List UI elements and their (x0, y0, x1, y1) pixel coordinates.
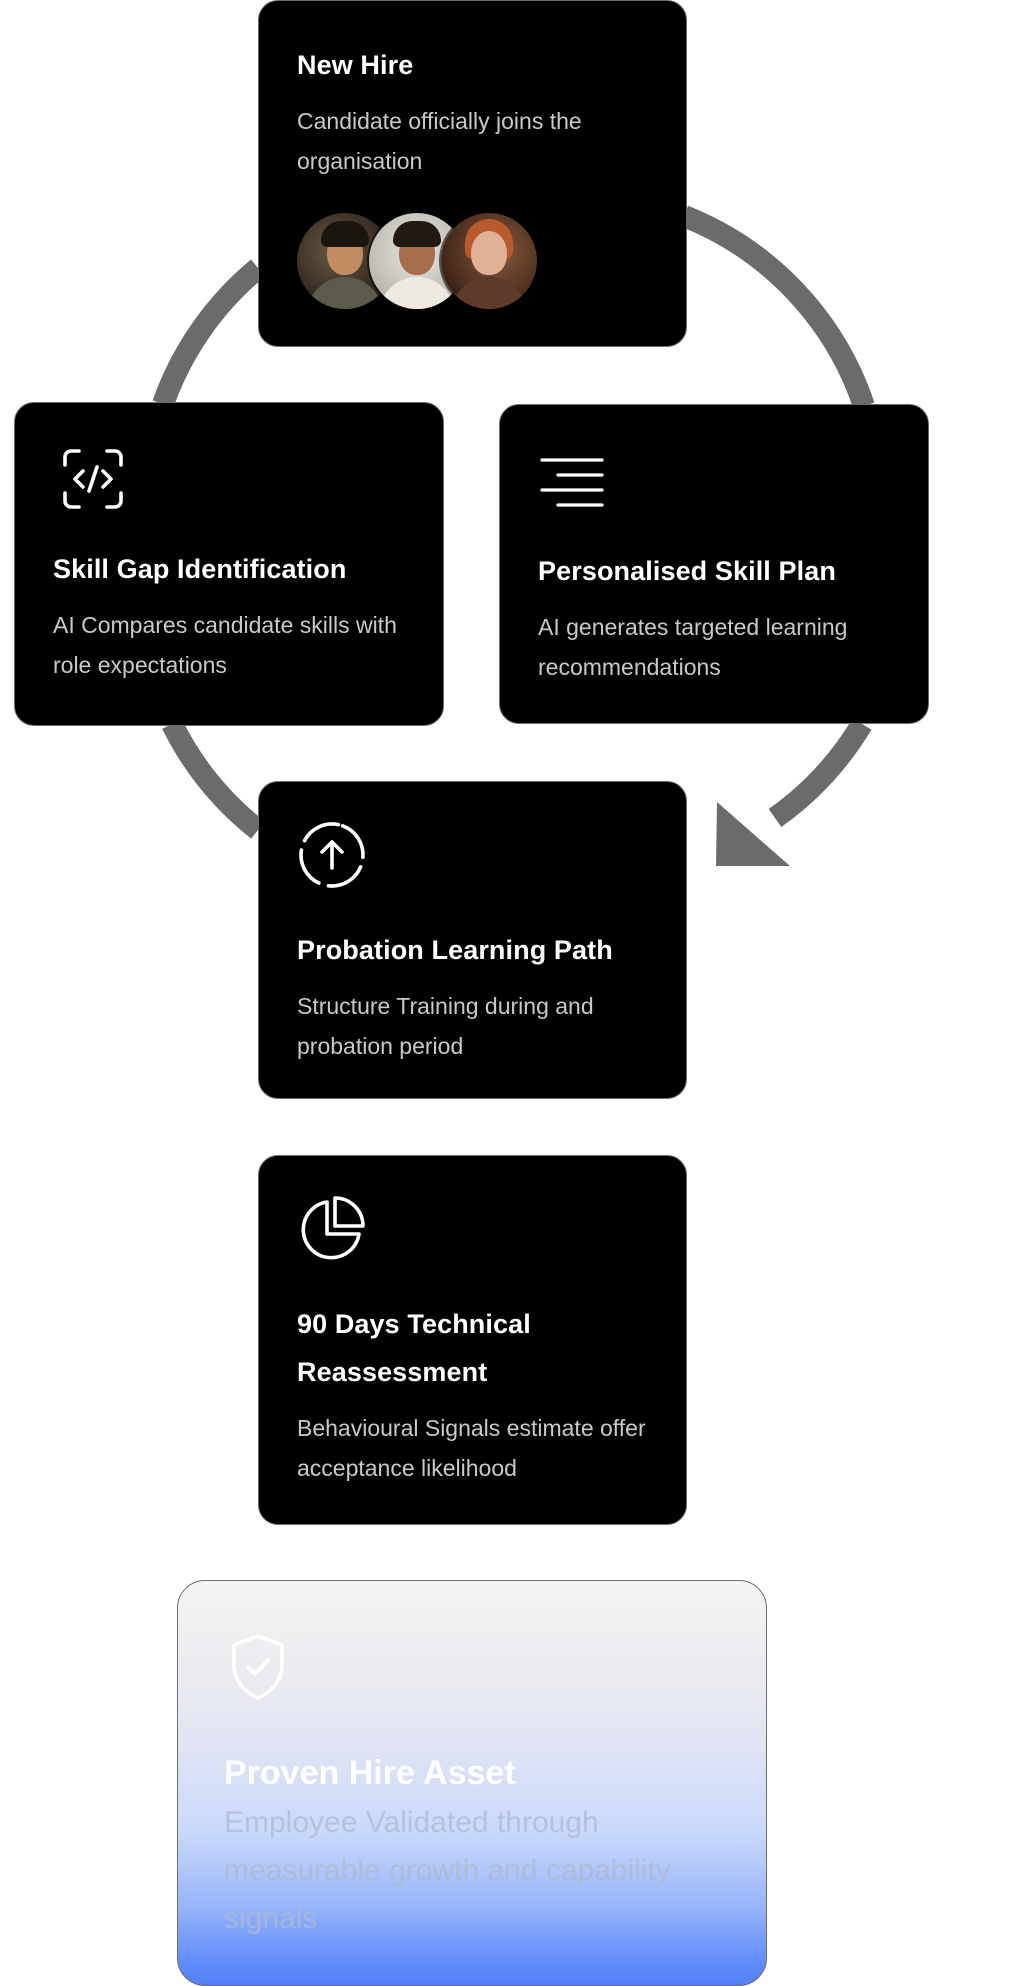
proven-description: Employee Validated through measurable gr… (224, 1806, 671, 1935)
ninety-days-title: 90 Days Technical Reassessment (297, 1309, 531, 1387)
probation-learning-path-card: Probation Learning Path Structure Traini… (258, 781, 687, 1099)
ring-arc-bottom-left (162, 719, 265, 839)
skill-gap-card: Skill Gap Identification AI Compares can… (14, 402, 444, 726)
avatar (369, 213, 465, 309)
ninety-days-reassessment-card: 90 Days Technical Reassessment Behaviour… (258, 1155, 687, 1525)
probation-title: Probation Learning Path (297, 935, 613, 965)
avatar-group (297, 213, 537, 311)
personalised-skill-plan-card: Personalised Skill Plan AI generates tar… (499, 404, 929, 724)
probation-description: Structure Training during and probation … (297, 993, 594, 1059)
ring-arc-top-left (152, 259, 266, 408)
skill-gap-description: AI Compares candidate skills with role e… (53, 612, 397, 678)
skill-plan-title: Personalised Skill Plan (538, 556, 836, 586)
new-hire-title: New Hire (297, 50, 414, 80)
skill-plan-description: AI generates targeted learning recommend… (538, 614, 848, 680)
text-align-right-icon (540, 458, 604, 507)
new-hire-description: Candidate officially joins the organisat… (297, 108, 582, 174)
dashed-circle-arrow-up-icon (299, 822, 365, 888)
avatar (297, 213, 393, 309)
proven-hire-asset-card: Proven Hire Asset Employee Validated thr… (177, 1580, 767, 1986)
avatar (441, 213, 537, 309)
pie-chart-icon (301, 1196, 365, 1260)
code-scan-icon (63, 449, 123, 509)
proven-title: Proven Hire Asset (224, 1754, 516, 1792)
new-hire-card: New Hire Candidate officially joins the … (258, 0, 687, 347)
ring-arc-bottom-right (768, 718, 872, 827)
ninety-days-description: Behavioural Signals estimate offer accep… (297, 1415, 646, 1481)
ring-arrowhead (716, 802, 790, 866)
ring-arc-top-right (679, 205, 875, 410)
skill-gap-title: Skill Gap Identification (53, 554, 347, 584)
shield-check-icon (232, 1634, 284, 1700)
